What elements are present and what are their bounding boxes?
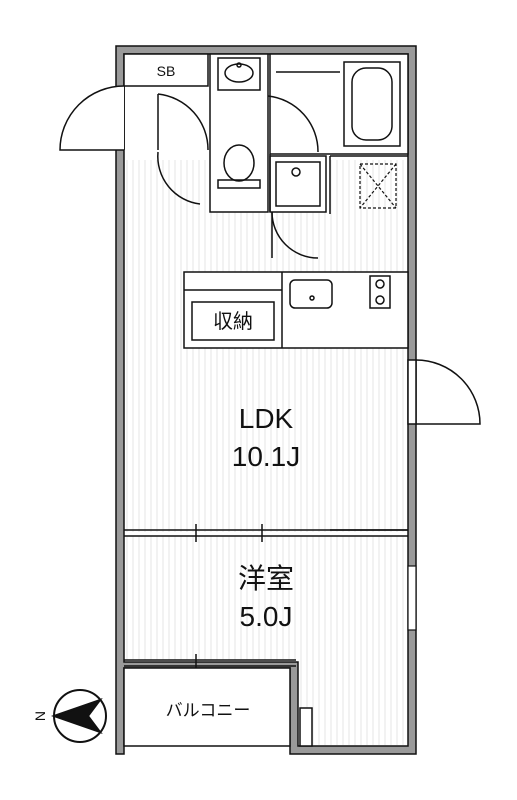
label-ldk-name: LDK (239, 403, 294, 434)
label-north: N (32, 711, 48, 721)
label-balcony: バルコニー (166, 701, 251, 720)
kitchen-storage (183, 271, 409, 349)
shower-unit-icon (275, 161, 321, 207)
western-window (407, 565, 417, 631)
balcony (123, 667, 313, 747)
toilet-icon (217, 144, 261, 189)
label-storage: 収納 (213, 310, 253, 333)
washing-machine-space (359, 163, 397, 209)
compass-icon (50, 689, 107, 743)
label-ldk-size: 10.1J (232, 441, 301, 472)
label-western-size: 5.0J (240, 601, 293, 632)
label-western-name: 洋室 (238, 563, 294, 594)
bathtub-icon (276, 61, 401, 147)
door-swings (59, 85, 481, 425)
label-sb: SB (157, 63, 176, 79)
washbasin-icon (217, 57, 261, 91)
sliding-partition (124, 524, 408, 542)
wet-area (123, 53, 409, 214)
